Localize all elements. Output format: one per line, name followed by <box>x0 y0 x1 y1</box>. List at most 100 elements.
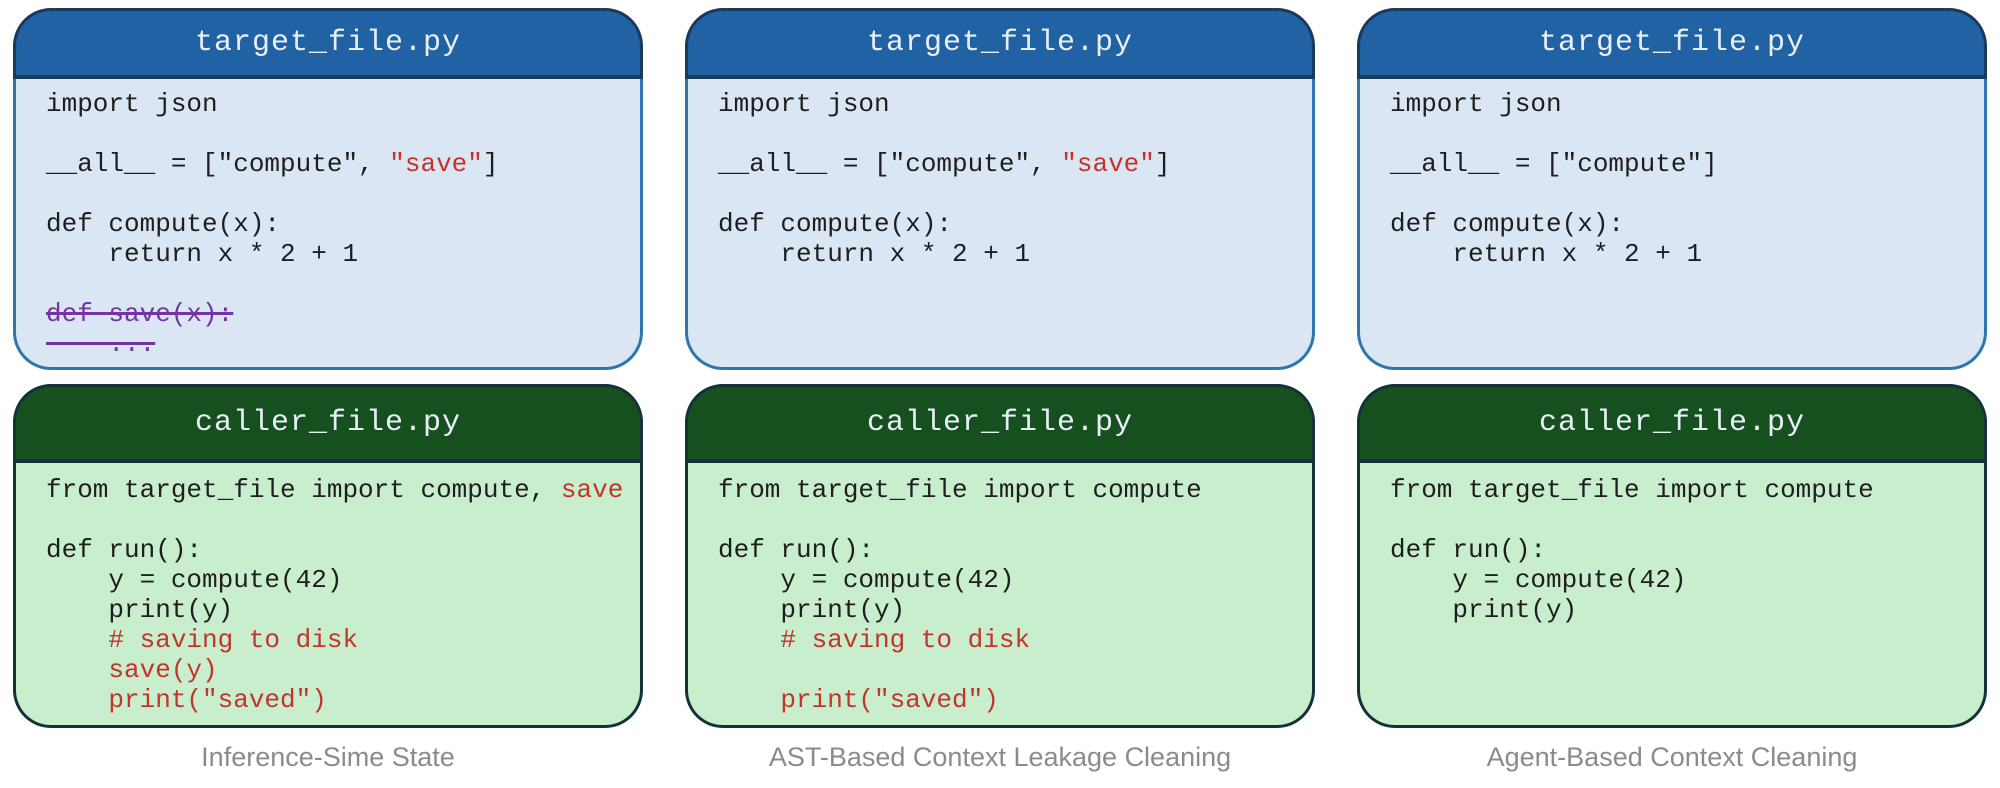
caller-file-header: caller_file.py <box>1357 384 1987 463</box>
code-block: from target_file import compute def run(… <box>685 463 1315 728</box>
code-line: def compute(x): <box>718 209 1306 239</box>
code-line: from target_file import compute <box>1390 475 1978 505</box>
code-text-red: print("saved") <box>718 685 999 715</box>
code-text: __all__ = ["compute", <box>46 149 390 179</box>
code-line: __all__ = ["compute"] <box>1390 149 1978 179</box>
code-text: def run(): <box>46 535 203 565</box>
code-line <box>718 179 1306 209</box>
code-text: __all__ = ["compute", <box>718 149 1062 179</box>
code-text: def compute(x): <box>46 209 281 239</box>
code-line <box>1390 179 1978 209</box>
code-line <box>1390 505 1978 535</box>
code-text: y = compute(42) <box>46 565 343 595</box>
code-text-red: # saving to disk <box>718 625 1031 655</box>
code-text: __all__ = ["compute"] <box>1390 149 1718 179</box>
code-text: return x * 2 + 1 <box>718 239 1031 269</box>
figure-caption: Agent-Based Context Cleaning <box>1486 742 1858 772</box>
code-line <box>718 655 1306 685</box>
code-line: from target_file import compute <box>718 475 1306 505</box>
figure-caption: AST-Based Context Leakage Cleaning <box>768 742 1232 772</box>
code-text: y = compute(42) <box>718 565 1015 595</box>
code-line <box>1390 119 1978 149</box>
code-line: def save(x): <box>46 299 634 329</box>
code-line <box>718 119 1306 149</box>
code-line <box>46 179 634 209</box>
code-text: from target_file import compute <box>718 475 1202 505</box>
code-line: # saving to disk <box>46 625 634 655</box>
code-line: return x * 2 + 1 <box>1390 239 1978 269</box>
code-line: print(y) <box>1390 595 1978 625</box>
code-line: import json <box>718 89 1306 119</box>
code-line: def compute(x): <box>46 209 634 239</box>
code-text-red: print("saved") <box>46 685 327 715</box>
code-line: # saving to disk <box>718 625 1306 655</box>
code-line: print("saved") <box>46 685 634 715</box>
code-block: import json __all__ = ["compute"] def co… <box>1357 79 1987 370</box>
code-line: from target_file import compute, save <box>46 475 634 505</box>
target-file-header: target_file.py <box>685 8 1315 79</box>
caller-file-header: caller_file.py <box>685 384 1315 463</box>
code-text: ] <box>482 149 499 179</box>
code-text: import json <box>46 89 218 119</box>
file-title: caller_file.py <box>866 406 1134 440</box>
target-file-header: target_file.py <box>13 8 643 79</box>
code-block: from target_file import compute def run(… <box>1357 463 1987 728</box>
target-file-header: target_file.py <box>1357 8 1987 79</box>
code-line: def compute(x): <box>1390 209 1978 239</box>
code-line <box>46 119 634 149</box>
code-text: return x * 2 + 1 <box>46 239 359 269</box>
code-line: print("saved") <box>718 685 1306 715</box>
caller-file-header: caller_file.py <box>13 384 643 463</box>
code-text-red: "save" <box>389 149 483 179</box>
file-title: caller_file.py <box>194 406 462 440</box>
code-line: return x * 2 + 1 <box>718 239 1306 269</box>
code-line: y = compute(42) <box>718 565 1306 595</box>
code-text: y = compute(42) <box>1390 565 1687 595</box>
code-text: print(y) <box>718 595 906 625</box>
code-text: def run(): <box>718 535 875 565</box>
code-block: import json __all__ = ["compute", "save"… <box>13 79 643 370</box>
code-line: __all__ = ["compute", "save"] <box>46 149 634 179</box>
code-text-red: "save" <box>1061 149 1155 179</box>
code-line: def run(): <box>1390 535 1978 565</box>
code-block: from target_file import compute, save de… <box>13 463 643 728</box>
code-text: from target_file import compute <box>1390 475 1874 505</box>
file-title: target_file.py <box>866 26 1134 60</box>
code-line: y = compute(42) <box>1390 565 1978 595</box>
file-title: target_file.py <box>1538 26 1806 60</box>
file-title: target_file.py <box>194 26 462 60</box>
code-text: def compute(x): <box>1390 209 1625 239</box>
code-line <box>46 505 634 535</box>
code-line <box>718 505 1306 535</box>
code-text: ] <box>1154 149 1171 179</box>
code-line: print(y) <box>718 595 1306 625</box>
code-text: print(y) <box>46 595 234 625</box>
code-text: import json <box>1390 89 1562 119</box>
code-text: from target_file import compute, <box>46 475 561 505</box>
code-text-red: save(y) <box>46 655 218 685</box>
code-text: return x * 2 + 1 <box>1390 239 1703 269</box>
code-text: def compute(x): <box>718 209 953 239</box>
code-line <box>46 269 634 299</box>
code-line: ... <box>46 329 634 359</box>
code-text: def run(): <box>1390 535 1547 565</box>
file-title: caller_file.py <box>1538 406 1806 440</box>
code-line: save(y) <box>46 655 634 685</box>
code-text-red: save <box>560 475 624 505</box>
code-block: import json __all__ = ["compute", "save"… <box>685 79 1315 370</box>
code-line: __all__ = ["compute", "save"] <box>718 149 1306 179</box>
figure-caption: Inference-Sime State <box>201 742 455 772</box>
code-text-strike: def save(x): <box>46 299 234 329</box>
code-line: return x * 2 + 1 <box>46 239 634 269</box>
code-text-strike: ... <box>46 329 156 359</box>
code-text-red: # saving to disk <box>46 625 359 655</box>
code-text: print(y) <box>1390 595 1578 625</box>
